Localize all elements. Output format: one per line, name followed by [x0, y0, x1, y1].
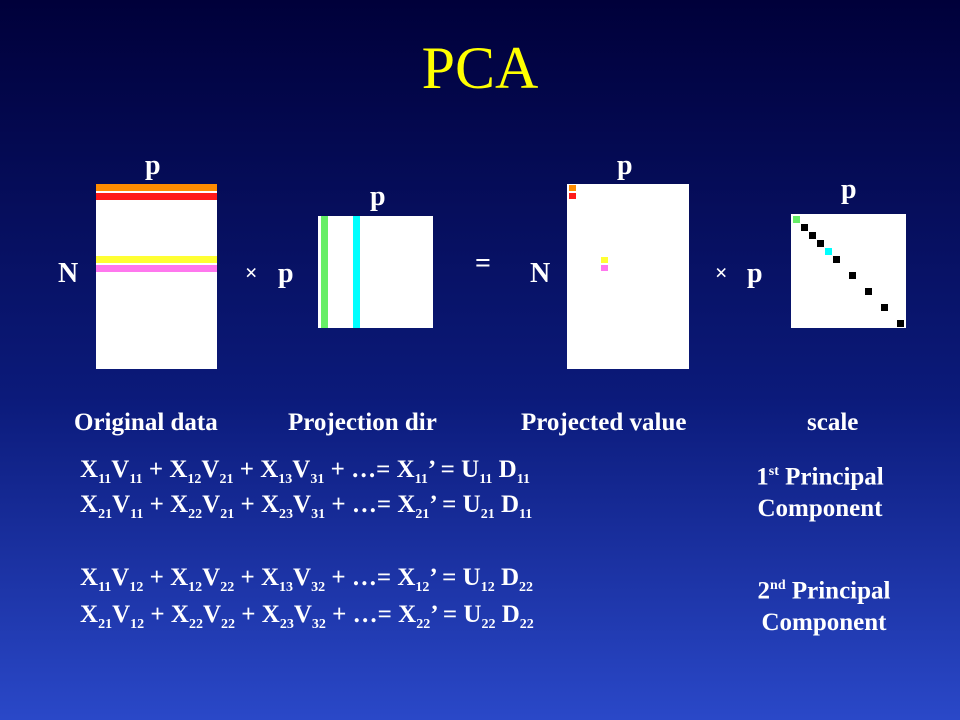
matrix2-row-label: p	[278, 258, 294, 289]
multiply-sign-2: ×	[715, 260, 728, 285]
diag-cell	[865, 288, 872, 295]
matrix4-row-label: p	[747, 258, 763, 289]
diag-cell-cyan	[825, 248, 832, 255]
cell-orange	[569, 185, 576, 191]
slide-title: PCA	[421, 35, 539, 101]
equation-row-3: X11V12 + X12V22 + X13V32 + …= X12’ = U12…	[80, 564, 534, 595]
first-principal-component-label: 1st Principal Component	[756, 463, 884, 523]
diag-cell	[833, 256, 840, 263]
cell-pink	[601, 265, 608, 271]
projection-dir-matrix	[318, 216, 433, 328]
column-stripe-cyan	[353, 216, 360, 328]
row-stripe-red	[96, 193, 217, 200]
matrix1-row-label: N	[58, 258, 79, 289]
original-data-matrix	[96, 184, 217, 369]
caption-projected-value: Projected value	[521, 409, 687, 436]
caption-projection-dir: Projection dir	[288, 409, 437, 436]
matrix4-col-label: p	[841, 174, 857, 205]
equation-row-4: X21V12 + X22V22 + X23V32 + …= X22’ = U22…	[80, 601, 534, 632]
cell-yellow	[601, 257, 608, 263]
row-stripe-pink	[96, 265, 217, 272]
diag-cell	[897, 320, 904, 327]
diag-cell	[849, 272, 856, 279]
row-stripe-yellow	[96, 256, 217, 263]
multiply-sign-1: ×	[245, 260, 258, 285]
equation-row-2: X21V11 + X22V21 + X23V31 + …= X21’ = U21…	[80, 491, 533, 522]
diag-cell	[801, 224, 808, 231]
diag-cell-green	[793, 216, 800, 223]
cell-red	[569, 193, 576, 199]
matrix2-col-label: p	[370, 181, 386, 212]
equals-sign: =	[475, 248, 491, 279]
matrix1-col-label: p	[145, 150, 161, 181]
diag-cell	[881, 304, 888, 311]
diag-cell	[817, 240, 824, 247]
row-stripe-orange	[96, 184, 217, 191]
second-principal-component-label: 2nd Principal Component	[757, 577, 891, 637]
scale-diagonal-matrix	[791, 214, 906, 328]
matrix3-row-label: N	[530, 258, 551, 289]
caption-original-data: Original data	[74, 409, 218, 436]
projected-value-matrix	[567, 184, 689, 369]
matrix3-col-label: p	[617, 150, 633, 181]
column-stripe-green	[321, 216, 328, 328]
equation-row-1: X11V11 + X12V21 + X13V31 + …= X11’ = U11…	[80, 456, 530, 487]
diag-cell	[809, 232, 816, 239]
caption-scale: scale	[807, 409, 859, 436]
